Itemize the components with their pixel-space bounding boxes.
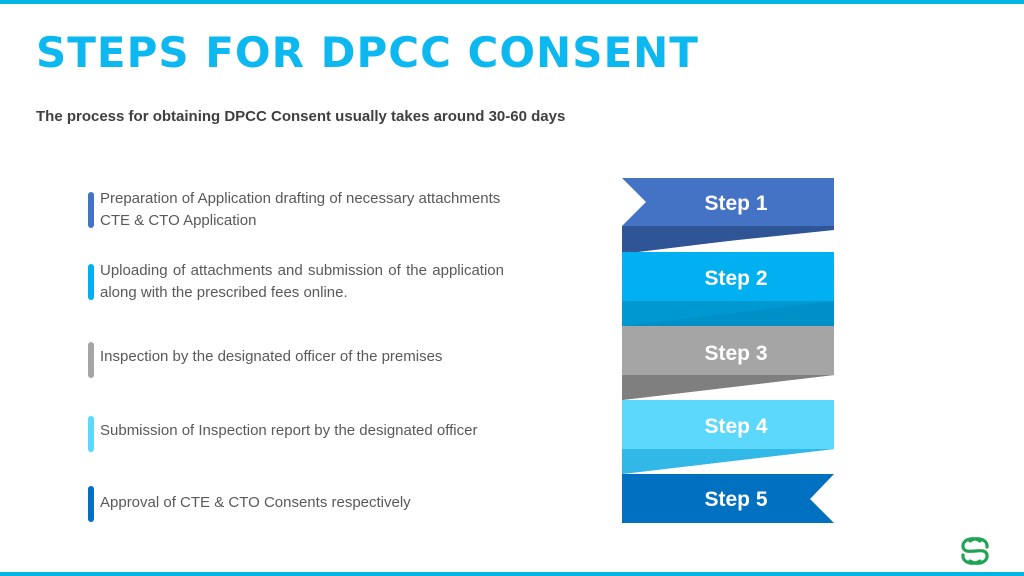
step-2-3-twist (622, 301, 834, 326)
step-4-banner (622, 400, 834, 449)
step-4-label: Step 4 (704, 415, 767, 438)
step-1-2-shadow (622, 226, 834, 252)
step-2-marker (88, 264, 94, 300)
step-2-description: Uploading of attachments and submission … (100, 262, 504, 301)
top-accent-bar (0, 0, 1024, 4)
slide-title: STEPS FOR DPCC CONSENT (36, 28, 699, 77)
step-1-2-twist (622, 226, 834, 254)
step-1-label: Step 1 (704, 192, 767, 215)
brand-logo-icon (961, 537, 989, 565)
step-3-label: Step 3 (704, 342, 767, 365)
step-5-description: Approval of CTE & CTO Consents respectiv… (100, 494, 411, 511)
step-2-label: Step 2 (704, 267, 767, 290)
step-3-description: Inspection by the designated officer of … (100, 348, 443, 365)
slide-subtitle: The process for obtaining DPCC Consent u… (36, 108, 566, 125)
step-3-banner (622, 326, 834, 375)
bottom-accent-bar (0, 572, 1024, 576)
step-3-4-twist (622, 375, 834, 400)
step-1-description: Preparation of Application drafting of n… (100, 190, 501, 229)
step-3-marker (88, 342, 94, 378)
step-5-marker (88, 486, 94, 522)
step-4-marker (88, 416, 94, 452)
step-1-banner (622, 178, 834, 226)
step-5-label: Step 5 (704, 488, 767, 511)
step-4-description: Submission of Inspection report by the d… (100, 422, 478, 439)
step-5-banner (622, 474, 834, 523)
step-2-banner (622, 252, 834, 301)
step-1-marker (88, 192, 94, 228)
step-4-5-twist (622, 449, 834, 474)
